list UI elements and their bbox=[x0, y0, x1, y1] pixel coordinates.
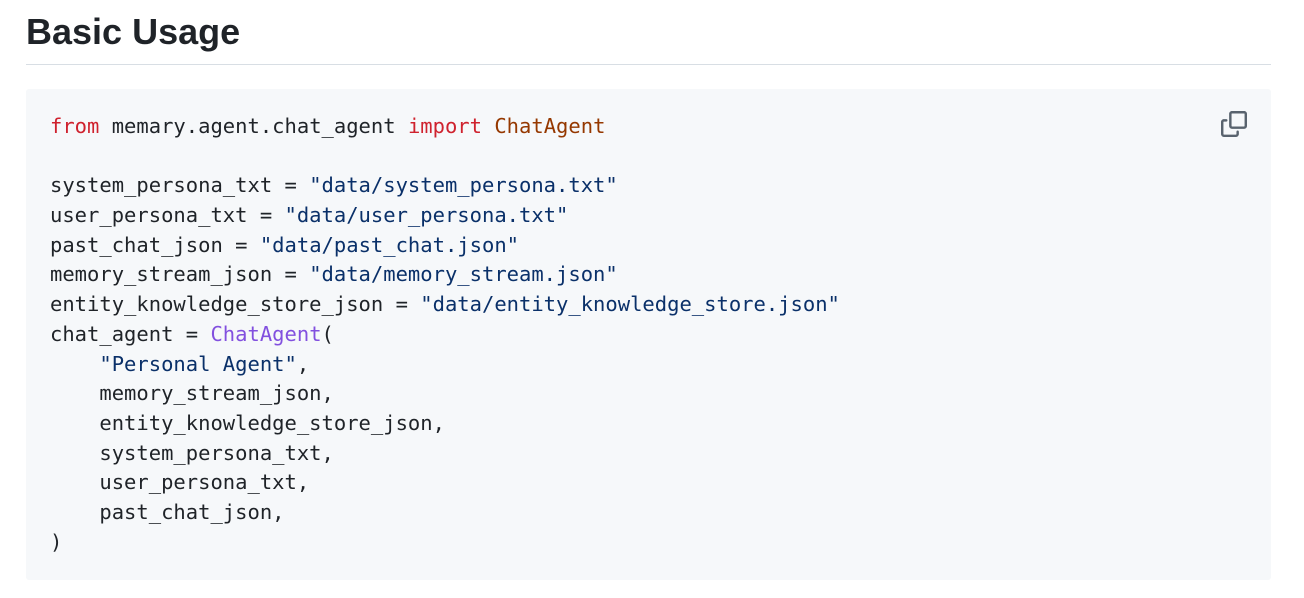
code-line: past_chat_json, bbox=[50, 498, 840, 528]
code-line bbox=[50, 142, 840, 172]
code-token-plain: ) bbox=[50, 529, 63, 554]
heading-divider bbox=[26, 64, 1271, 65]
code-token-plain: ( bbox=[321, 321, 334, 346]
code-token-plain: , bbox=[296, 351, 310, 376]
code-token-str: "data/user_persona.txt" bbox=[284, 203, 569, 228]
code-token-str: "data/past_chat.json" bbox=[259, 232, 520, 257]
code-token-plain: chat_agent = bbox=[50, 321, 211, 346]
code-token-str: "Personal Agent" bbox=[99, 351, 297, 376]
code-line: entity_knowledge_store_json = "data/enti… bbox=[50, 290, 840, 320]
code-content[interactable]: from memary.agent.chat_agent import Chat… bbox=[50, 112, 840, 557]
code-line: user_persona_txt, bbox=[50, 468, 840, 498]
code-token-plain: user_persona_txt, bbox=[50, 470, 310, 495]
section-title: Basic Usage bbox=[26, 11, 241, 52]
code-line: ) bbox=[50, 528, 840, 558]
code-token-plain: entity_knowledge_store_json = bbox=[50, 292, 421, 317]
code-token-kw: from bbox=[50, 114, 100, 138]
code-token-plain: memary.agent.chat_agent bbox=[99, 114, 408, 138]
code-token-str: "data/system_persona.txt" bbox=[309, 173, 618, 198]
code-block: from memary.agent.chat_agent import Chat… bbox=[26, 89, 1271, 580]
code-line: system_persona_txt = "data/system_person… bbox=[50, 171, 840, 201]
code-token-kw: import bbox=[407, 114, 482, 138]
code-token-plain: past_chat_json = bbox=[50, 232, 260, 257]
code-line: system_persona_txt, bbox=[50, 439, 840, 469]
code-line: memory_stream_json, bbox=[50, 379, 840, 409]
copy-icon bbox=[1221, 111, 1247, 137]
code-line: entity_knowledge_store_json, bbox=[50, 409, 840, 439]
code-line: memory_stream_json = "data/memory_stream… bbox=[50, 260, 840, 290]
code-token-plain: entity_knowledge_store_json, bbox=[50, 410, 445, 435]
code-line: user_persona_txt = "data/user_persona.tx… bbox=[50, 201, 840, 231]
code-line: from memary.agent.chat_agent import Chat… bbox=[50, 112, 840, 142]
code-token-call: ChatAgent bbox=[210, 321, 322, 346]
code-token-plain bbox=[482, 114, 494, 138]
code-token-plain: memory_stream_json, bbox=[50, 381, 334, 406]
copy-button[interactable] bbox=[1217, 107, 1251, 141]
code-token-str: "data/memory_stream.json" bbox=[309, 262, 618, 287]
code-line: "Personal Agent", bbox=[50, 350, 840, 380]
code-token-plain: system_persona_txt = bbox=[50, 173, 310, 198]
code-line: past_chat_json = "data/past_chat.json" bbox=[50, 231, 840, 261]
code-token-str: "data/entity_knowledge_store.json" bbox=[420, 292, 840, 317]
code-token-plain: past_chat_json, bbox=[50, 499, 285, 524]
code-token-plain: memory_stream_json = bbox=[50, 262, 310, 287]
code-token-plain: user_persona_txt = bbox=[50, 203, 285, 228]
code-token-plain bbox=[50, 352, 99, 376]
code-token-cls: ChatAgent bbox=[494, 114, 606, 138]
code-line: chat_agent = ChatAgent( bbox=[50, 320, 840, 350]
code-token-plain: system_persona_txt, bbox=[50, 440, 334, 465]
